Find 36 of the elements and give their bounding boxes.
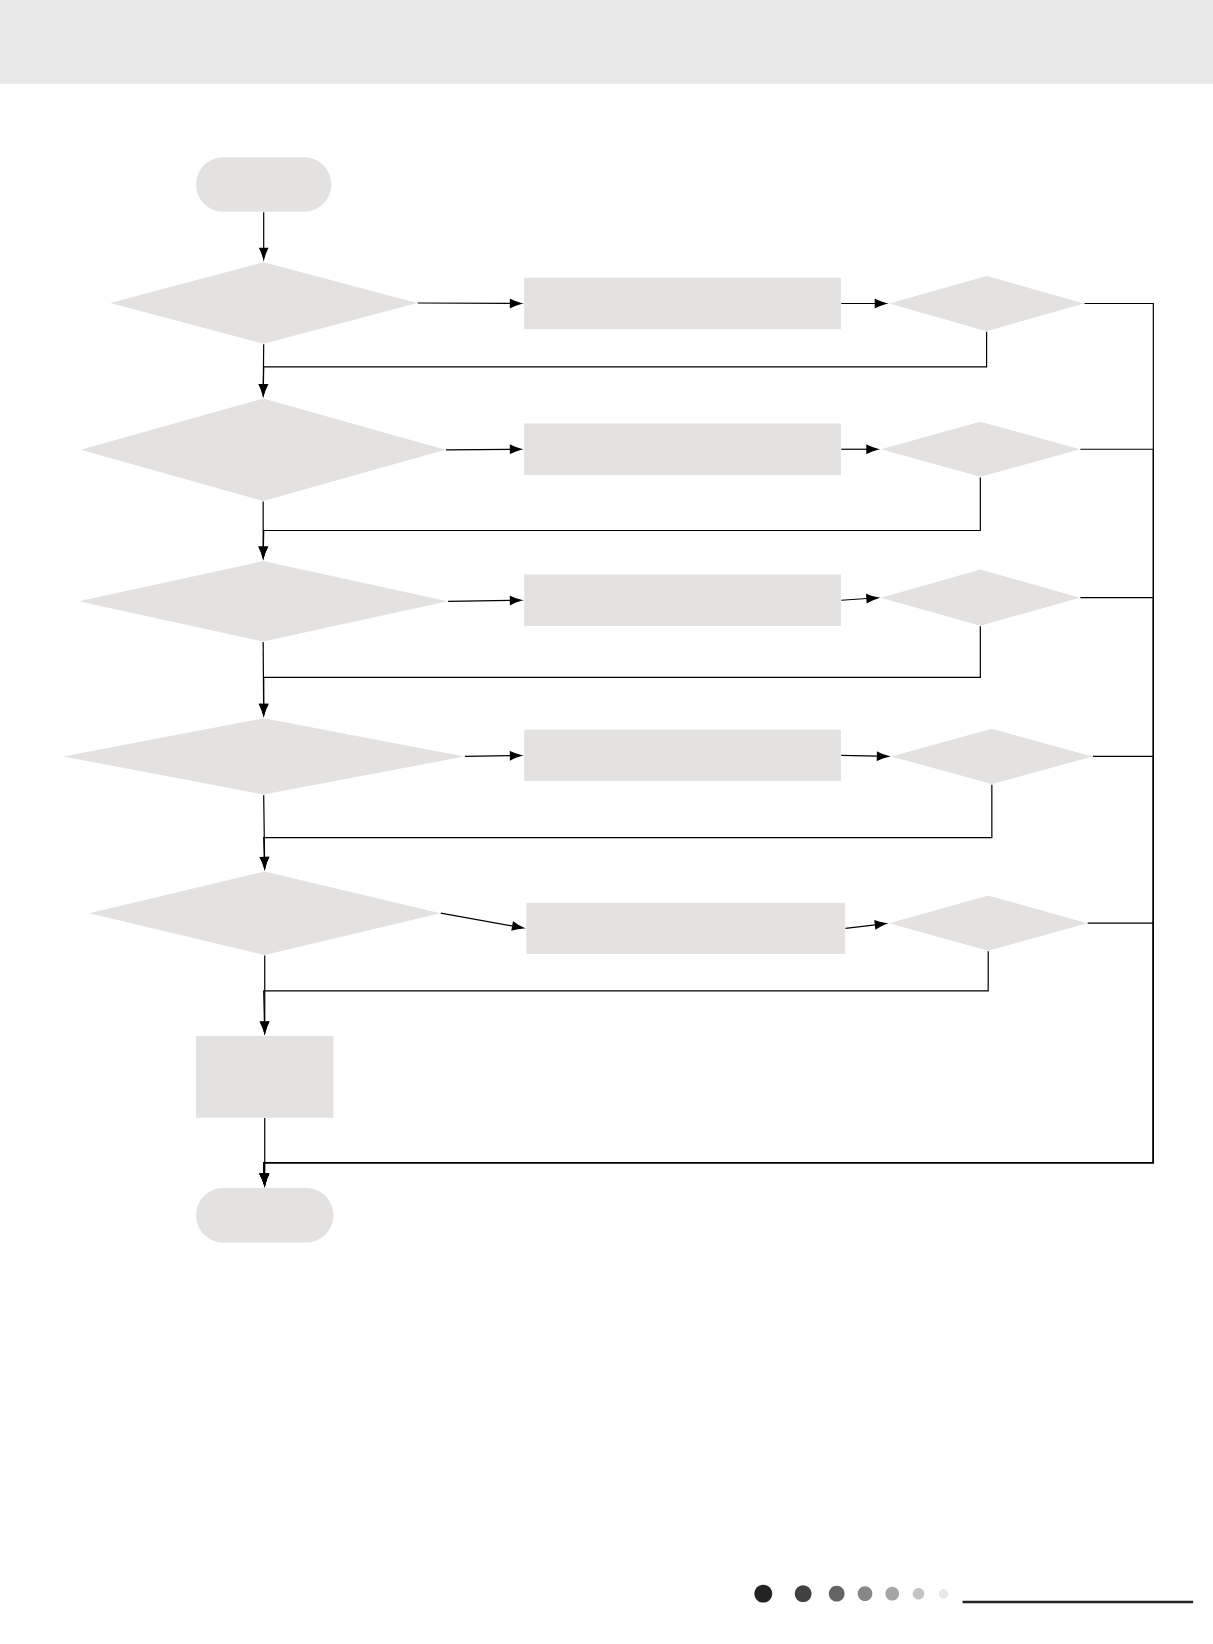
process-box: [524, 729, 841, 782]
decision-diamond: [89, 871, 441, 955]
decision-diamond: [889, 895, 1088, 951]
arrow: [260, 954, 270, 1034]
arrow: [259, 641, 269, 716]
process-box: [524, 574, 841, 626]
arrow: [440, 912, 524, 931]
arrow: [447, 595, 522, 605]
decision-diamond: [880, 569, 1080, 626]
arrow: [259, 211, 269, 260]
arrow: [844, 920, 887, 930]
process-box: [524, 423, 841, 475]
decision-diamond: [891, 728, 1093, 785]
decision-diamond: [880, 421, 1080, 477]
arrow: [840, 751, 889, 761]
arrow: [260, 1117, 270, 1186]
terminal-box: [196, 157, 332, 212]
process-box: [196, 1035, 334, 1118]
arrow: [445, 444, 522, 454]
decision-diamond: [889, 275, 1084, 332]
arrow: [840, 593, 879, 604]
process-box: [524, 277, 841, 330]
decision-diamond: [63, 718, 465, 795]
arrow: [259, 922, 1154, 1186]
process-box: [526, 902, 846, 955]
arrow: [258, 500, 268, 559]
terminal-box: [196, 1187, 334, 1243]
arrow: [259, 794, 270, 869]
arrow: [417, 298, 522, 309]
decision-diamond: [78, 561, 448, 642]
decision-diamond: [80, 398, 446, 501]
arrow: [258, 343, 268, 397]
arrow: [464, 751, 522, 761]
arrow: [840, 444, 879, 454]
decision-diamond: [110, 262, 418, 344]
arrow: [840, 298, 887, 309]
